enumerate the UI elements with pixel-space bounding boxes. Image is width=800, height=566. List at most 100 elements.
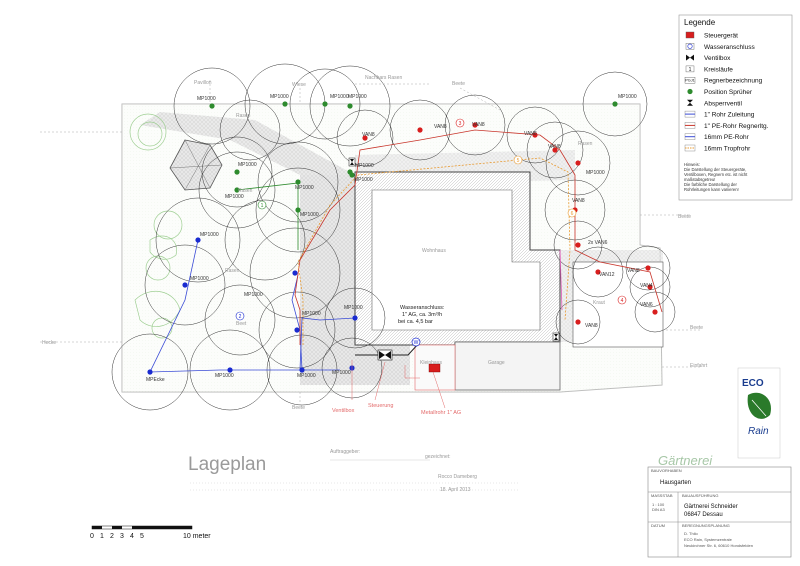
coverage-circle-32	[224, 199, 306, 281]
pe-rohr-16-icon	[684, 133, 696, 140]
red-sprinkler-5	[575, 160, 581, 166]
svg-text:Wohnhaus: Wohnhaus	[422, 248, 446, 254]
svg-text:06847 Dessau: 06847 Dessau	[684, 512, 723, 518]
green-sprinkler-label-2: MP1000	[330, 94, 349, 100]
scale-tick-0: 0	[90, 533, 94, 540]
svg-text:Rasen: Rasen	[236, 113, 251, 119]
svg-text:ECO: ECO	[742, 378, 764, 389]
svg-text:ECO Rain, Systemzentrale: ECO Rain, Systemzentrale	[684, 537, 733, 542]
svg-text:bei ca. 4,5 bar: bei ca. 4,5 bar	[398, 319, 433, 325]
pipe-red	[294, 129, 663, 345]
eco-rain-logo: ECO Rain	[737, 367, 781, 459]
circuit-label-5: 5	[517, 158, 520, 164]
red-sprinkler-label-8: VAN12	[599, 272, 615, 278]
coverage-circle-2	[289, 68, 361, 140]
scale-tick-5: 5	[140, 533, 144, 540]
coverage-circle-31	[219, 99, 281, 161]
coverage-circle-19	[389, 99, 451, 161]
wasseranschluss-icon	[685, 43, 695, 50]
svg-text:Wasseranschluss:: Wasseranschluss:	[400, 305, 445, 311]
svg-text:1" AG, ca. 3m³/h: 1" AG, ca. 3m³/h	[402, 312, 442, 318]
green-sprinkler-label-5: MP1000	[238, 162, 257, 168]
svg-text:Nachbars Rasen: Nachbars Rasen	[365, 75, 402, 81]
signature-area: Auftraggeber: gezeichnet: Rocco Dameberg…	[190, 449, 520, 493]
coverage-circle-20	[444, 94, 506, 156]
circuit-marker-5	[513, 155, 523, 165]
blue-sprinkler-6	[299, 367, 305, 373]
red-sprinkler-label-4: VAN8	[548, 144, 561, 150]
pe-rohr-icon	[684, 122, 696, 129]
circuit-marker-3	[455, 118, 465, 128]
coverage-circle-4	[582, 71, 648, 137]
coverage-circle-0	[173, 67, 251, 145]
legend-item-label-6: Absperrventil	[704, 100, 742, 107]
red-sprinkler-label-1: VAN8	[434, 124, 447, 130]
svg-text:Einfahrt: Einfahrt	[690, 363, 708, 369]
coverage-circle-22	[526, 121, 584, 179]
svg-text:BEREGNUNGSPLANUNG: BEREGNUNGSPLANUNG	[682, 523, 730, 528]
legend-item-label-2: Ventilbox	[704, 55, 731, 62]
red-sprinkler-label-10: VAN4	[640, 283, 653, 289]
svg-text:Rasen: Rasen	[578, 141, 593, 147]
coverage-circle-23	[545, 130, 611, 196]
svg-text:Kleinhaus: Kleinhaus	[420, 360, 442, 366]
legend-note-2: Ventilboxen, Regnern etc. ist nicht	[684, 172, 748, 177]
steuergeraet-icon	[428, 363, 441, 373]
pavilion	[169, 139, 223, 191]
coverage-circle-18	[336, 109, 394, 167]
blue-sprinkler-3	[294, 327, 300, 333]
tropfrohr-icon	[684, 144, 696, 152]
gaertnerei-brand: Gärtnerei	[658, 453, 713, 468]
scale-tick-4: 4	[130, 533, 134, 540]
blue-sprinkler-label-3: MP1000	[302, 311, 321, 317]
scale-tick-3: 3	[120, 533, 124, 540]
red-sprinkler-1	[417, 127, 423, 133]
red-sprinkler-9	[645, 265, 651, 271]
green-sprinkler-3	[347, 103, 353, 109]
blue-sprinkler-label-1: MP1000	[190, 276, 209, 282]
svg-text:Gärtnerei Schneider: Gärtnerei Schneider	[684, 504, 738, 510]
svg-text:Ventilbox: Ventilbox	[332, 408, 355, 414]
tree-sketches	[129, 113, 183, 339]
callouts	[351, 360, 446, 409]
scale-end-label: 10 meter	[183, 533, 211, 540]
red-sprinkler-label-7: 2x VAN6	[588, 240, 608, 246]
green-sprinkler-label-10: MP1000	[354, 177, 373, 183]
pipe-green	[236, 182, 299, 250]
red-sprinkler-11	[652, 309, 658, 315]
green-sprinkler-label-0: MP1000	[197, 96, 216, 102]
svg-text:BAUVORHABEN: BAUVORHABEN	[651, 468, 682, 473]
legend: Legende SteuergerätWasseranschlussVentil…	[678, 14, 793, 201]
red-sprinkler-label-9: VAN8	[627, 268, 640, 274]
svg-text:Steuerung: Steuerung	[368, 403, 393, 409]
svg-text:DATUM: DATUM	[651, 523, 665, 528]
pipe-orange	[297, 157, 571, 345]
site-labels: Pavillon Wiese Nachbars Rasen Beete Beet…	[42, 75, 708, 416]
green-sprinkler-label-3: MP1000	[348, 94, 367, 100]
green-sprinkler-6	[295, 179, 301, 185]
green-sprinkler-label-8: MP1000	[225, 194, 244, 200]
blue-sprinkler-label-7: MP1000	[332, 370, 351, 376]
circuit-label-2: 2	[239, 314, 242, 320]
legend-item-label-5: Position Sprüher	[704, 89, 753, 96]
scale-tick-2: 2	[110, 533, 114, 540]
regner-icon: PGJ1	[684, 76, 696, 84]
absperrventil-icon-2	[552, 332, 560, 342]
sprinklers-green	[209, 101, 618, 213]
legend-note-3: maßstabsgetreu!	[684, 177, 715, 182]
red-sprinkler-7	[575, 242, 581, 248]
green-sprinkler-5	[234, 169, 240, 175]
blue-sprinkler-1	[182, 282, 188, 288]
legend-item-label-9: 16mm PE-Rohr	[704, 134, 750, 141]
title-block: BAUVORHABEN Hausgarten MASSSTAB 1 : 100 …	[647, 466, 792, 558]
valve-icons: W	[348, 157, 560, 373]
red-sprinkler-3	[532, 132, 538, 138]
circuit-marker-4	[617, 295, 627, 305]
legend-note-5: Rohrleitungen kann variieren!	[684, 187, 739, 192]
circuit-label-4: 4	[621, 298, 624, 304]
coverage-circle-33	[204, 284, 276, 356]
svg-text:PGJ1: PGJ1	[685, 79, 695, 83]
legend-item-label-0: Steuergerät	[704, 33, 738, 40]
